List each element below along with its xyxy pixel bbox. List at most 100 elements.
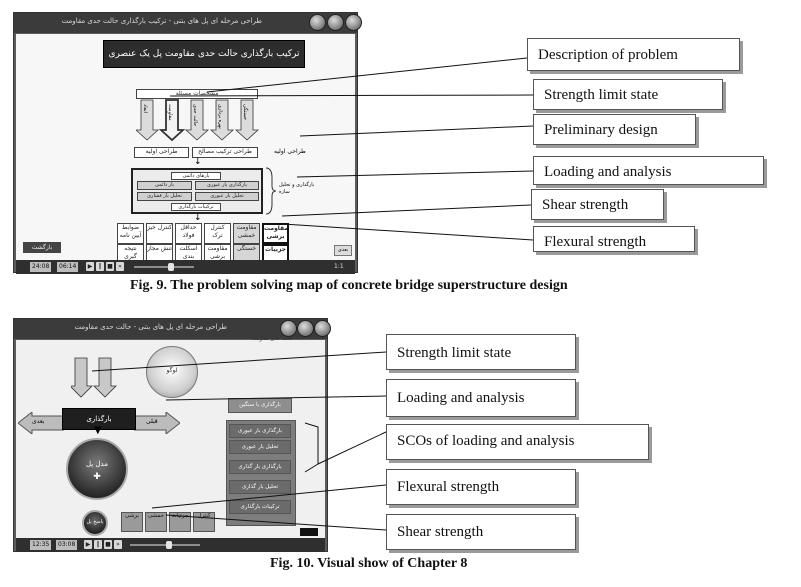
fig9-grid-cell-4[interactable]: حداقل فولاد <box>175 223 202 244</box>
fig10-bridge-response-label: پاسخ پل <box>86 519 104 525</box>
fig10-caption: Fig. 10. Visual show of Chapter 8 <box>270 556 468 571</box>
fig9-callout-flexural: Flexural strength <box>533 226 695 252</box>
fig10-callout-shear: Shear strength <box>386 514 576 550</box>
fig9-callout-description: Description of problem <box>527 38 740 71</box>
fig9-loading-item-4[interactable]: تحلیل بار عبوری <box>195 192 259 201</box>
fig9-strength-grid: مقاومت برشی مقاومت خمشی کنترل ترک حداقل … <box>104 223 289 265</box>
fig10-slide: حالت حدی مقاومت لوگو بعدی قبلی بارگذاری … <box>16 336 325 538</box>
fig9-down-arrow-2: ↓ <box>194 213 202 223</box>
fig9-arrows <box>136 99 260 142</box>
fig10-seek-track[interactable] <box>130 544 200 546</box>
stop-button[interactable]: ■ <box>104 540 112 549</box>
fig9-seek-knob[interactable] <box>168 263 174 271</box>
fig10-right-arrow-label: قبلی <box>146 418 158 425</box>
fig10-bridge-model-label: مدل پل <box>86 460 108 468</box>
fig10-screenshot: طراحی مرحله ای پل های بتنی - حالت حدی مق… <box>13 318 331 552</box>
fig9-player-controls: 24:08 06:14 ▶ ‖ ■ » 1:1 <box>16 260 355 274</box>
fig10-right-arrow[interactable] <box>134 412 180 434</box>
forward-button[interactable]: » <box>116 262 124 271</box>
fig9-callout-preliminary: Preliminary design <box>533 114 696 145</box>
fig9-callout-loading: Loading and analysis <box>533 156 764 185</box>
fig10-list-item-2[interactable]: بارگذاری بار عبوری <box>229 424 291 438</box>
fig9-corner-text: 1:1 <box>334 263 344 270</box>
fig10-left-arrow-label: بعدی <box>32 418 45 425</box>
fig9-seek-track[interactable] <box>134 266 194 268</box>
fig10-logo-text: لوگو <box>166 367 178 374</box>
fig10-callout-strength-limit: Strength limit state <box>386 334 576 370</box>
fig9-problem-bar[interactable]: مشخصات مسئله <box>136 89 258 99</box>
fig9-loading-item-3[interactable]: تحلیل بار فشاری <box>137 192 192 201</box>
close-button[interactable] <box>345 14 362 31</box>
fig9-design-box-1[interactable]: طراحی اولیه <box>134 147 189 158</box>
fig9-loading-box: بارهای دائمی بارگذاری بار عبوری بار دائم… <box>131 168 263 214</box>
fig10-logo: لوگو <box>146 346 198 398</box>
fig9-arrow-label-5: خستگی <box>242 104 248 120</box>
fig9-grid-cell-3[interactable]: کنترل ترک <box>204 223 231 244</box>
fig10-bottom-button-1[interactable]: برشی <box>121 512 143 532</box>
fig9-down-arrow-1: ↓ <box>194 157 202 167</box>
fig9-loading-side-label: بارگذاری و تحلیل سازه <box>279 182 315 195</box>
fig9-grid-cell-6[interactable]: ضوابط آیین نامه <box>117 223 144 244</box>
fig10-left-title: حالت حدی مقاومت <box>252 336 293 342</box>
fig9-arrow-label-4: بهره برداری <box>217 104 223 129</box>
fig10-bottom-button-2[interactable]: خمشی <box>145 512 167 532</box>
play-button[interactable]: ▶ <box>84 540 92 549</box>
fig10-down-arrows <box>71 357 117 398</box>
play-button[interactable]: ▶ <box>86 262 94 271</box>
close-button[interactable] <box>314 320 331 337</box>
fig9-title-bar: طراحی مرحله ای پل های بتنی - ترکیب بارگذ… <box>14 13 362 33</box>
fig9-leader-lines <box>169 57 534 241</box>
fig10-list-item-4[interactable]: بارگذاری بار گذاری <box>229 460 291 474</box>
fig9-grid-cell-2[interactable]: مقاومت خمشی <box>233 223 260 244</box>
fig9-back-button[interactable]: بازگشت <box>23 242 61 253</box>
minimize-button[interactable] <box>309 14 326 31</box>
fig10-list-item-5[interactable]: تحلیل بار گذاری <box>229 480 291 494</box>
fig9-callout-shear: Shear strength <box>531 189 664 220</box>
fig10-time-total: 03:08 <box>56 540 78 550</box>
maximize-button[interactable] <box>327 14 344 31</box>
fig9-heading-banner: ترکیب بارگذاری حالت حدی مقاومت پل یک عنص… <box>103 40 305 68</box>
fig10-callout-scos: SCOs of loading and analysis <box>386 424 649 460</box>
fig9-time-total: 06:14 <box>57 262 79 272</box>
fig10-center-arrow: ▼ <box>94 425 102 436</box>
forward-button[interactable]: » <box>114 540 122 549</box>
fig9-caption: Fig. 9. The problem solving map of concr… <box>130 278 568 293</box>
fig9-arrow-label-3: حالت حدی <box>192 104 198 127</box>
fig9-time-elapsed: 24:08 <box>30 262 52 272</box>
fig9-title-text: طراحی مرحله ای پل های بتنی - ترکیب بارگذ… <box>61 17 262 25</box>
fig9-loading-title[interactable]: بارهای دائمی <box>171 172 221 180</box>
maximize-button[interactable] <box>297 320 314 337</box>
fig10-corner-button[interactable] <box>300 528 318 536</box>
fig10-left-arrow[interactable] <box>18 412 64 434</box>
pause-button[interactable]: ‖ <box>96 262 104 271</box>
fig9-grid-cell-12[interactable]: نتیجه گیری <box>117 244 144 265</box>
fig9-slide: ترکیب بارگذاری حالت حدی مقاومت پل یک عنص… <box>16 34 355 265</box>
fig10-leader-lines <box>91 351 387 531</box>
fig10-seek-knob[interactable] <box>166 541 172 549</box>
fig9-grid-cell-7[interactable]: جزییات <box>262 244 289 265</box>
fig9-brace <box>265 167 277 215</box>
pause-button[interactable]: ‖ <box>94 540 102 549</box>
fig10-time-elapsed: 12:35 <box>30 540 52 550</box>
stop-button[interactable]: ■ <box>106 262 114 271</box>
fig9-loading-bottom[interactable]: ترکیبات بارگذاری <box>171 203 221 211</box>
fig9-next-button[interactable]: بعدی <box>334 245 352 256</box>
fig10-callout-loading: Loading and analysis <box>386 379 576 417</box>
fig10-title-text: طراحی مرحله ای پل های بتنی - حالت حدی مق… <box>74 323 227 331</box>
fig9-screenshot: طراحی مرحله ای پل های بتنی - ترکیب بارگذ… <box>13 12 362 274</box>
fig10-list-item-6[interactable]: ترکیبات بارگذاری <box>229 500 291 514</box>
fig9-grid-cell-1[interactable]: مقاومت برشی <box>262 223 289 244</box>
fig9-design-side-label: طراحی اولیه <box>274 148 306 155</box>
fig9-loading-item-2[interactable]: بار دائمی <box>137 181 192 190</box>
fig10-player-controls: 12:35 03:08 ▶ ‖ ■ » <box>16 538 325 552</box>
fig10-title-bar: طراحی مرحله ای پل های بتنی - حالت حدی مق… <box>14 319 331 339</box>
fig10-bridge-response-button[interactable]: پاسخ پل <box>82 510 108 536</box>
fig9-loading-item-1[interactable]: بارگذاری بار عبوری <box>195 181 259 190</box>
fig10-list-item-3[interactable]: تحلیل بار عبوری <box>229 440 291 454</box>
minimize-button[interactable] <box>280 320 297 337</box>
fig10-bridge-model-button[interactable]: مدل پل ✚ <box>66 438 128 500</box>
fig9-grid-cell-5[interactable]: کنترل خیز <box>146 223 173 244</box>
fig10-loading-button[interactable]: بارگذاری <box>62 408 136 430</box>
fig9-design-box-2[interactable]: طراحی ترکیب مصالح <box>192 147 258 158</box>
fig9-callout-strength-limit: Strength limit state <box>533 79 723 110</box>
